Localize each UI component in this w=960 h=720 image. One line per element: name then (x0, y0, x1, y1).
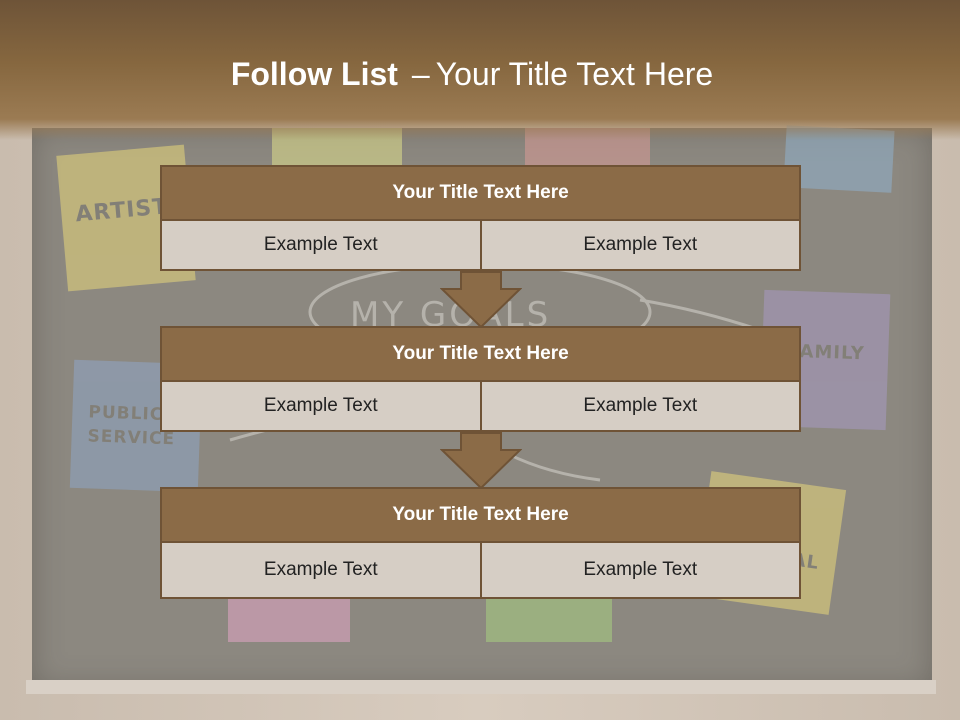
step-3-left-cell: Example Text (160, 543, 482, 599)
sticky-note-green-bottom (486, 592, 612, 642)
chalk-tray (26, 680, 936, 694)
step-2-row: Example Text Example Text (160, 382, 801, 432)
step-1-title: Your Title Text Here (160, 165, 801, 221)
step-2: Your Title Text Here Example Text Exampl… (160, 326, 801, 432)
step-2-right-cell: Example Text (481, 382, 801, 432)
step-3-row: Example Text Example Text (160, 543, 801, 599)
page-title: Follow List–Your Title Text Here (0, 56, 944, 93)
step-1: Your Title Text Here Example Text Exampl… (160, 165, 801, 271)
title-dash: – (411, 56, 430, 92)
title-band (0, 0, 960, 140)
step-3-title: Your Title Text Here (160, 487, 801, 543)
title-bold: Follow List (230, 56, 398, 92)
step-2-left-cell: Example Text (160, 382, 482, 432)
step-1-left-cell: Example Text (160, 221, 482, 271)
step-1-row: Example Text Example Text (160, 221, 801, 271)
title-rest: Your Title Text Here (435, 56, 714, 92)
step-3: Your Title Text Here Example Text Exampl… (160, 487, 801, 599)
step-2-title: Your Title Text Here (160, 326, 801, 382)
down-arrow-icon (440, 271, 522, 329)
step-1-right-cell: Example Text (481, 221, 801, 271)
step-3-right-cell: Example Text (481, 543, 801, 599)
down-arrow-icon (440, 432, 522, 490)
sticky-note-pink-bottom (228, 592, 350, 642)
